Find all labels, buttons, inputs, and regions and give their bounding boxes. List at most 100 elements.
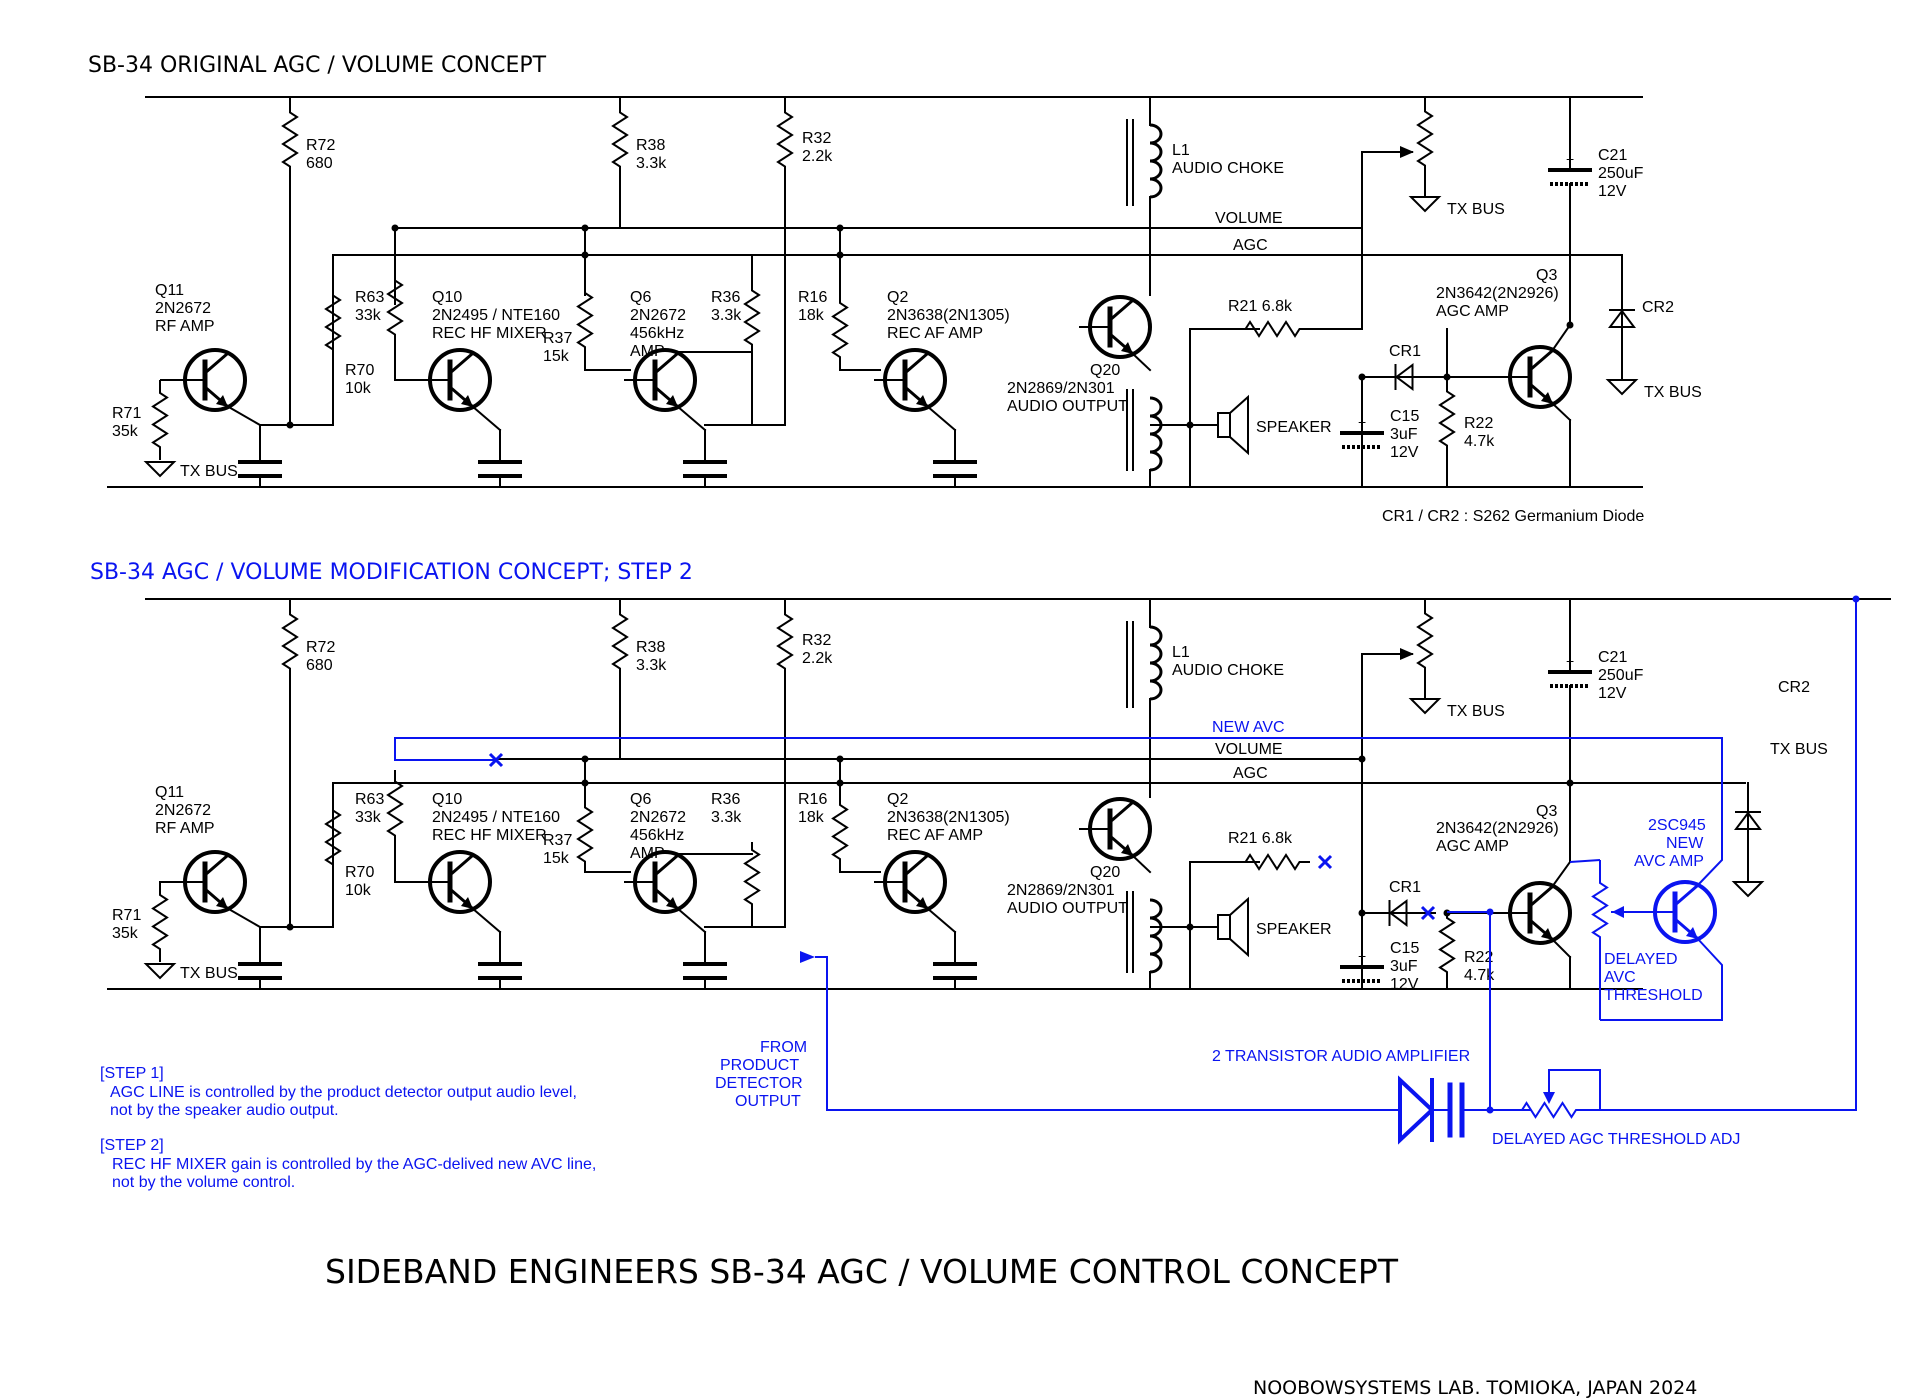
resistor-r21 (1235, 320, 1310, 338)
q3-label: Q3 (1536, 267, 1557, 284)
l1-label: L1 (1172, 644, 1190, 661)
wire (1672, 883, 1700, 908)
wire (447, 351, 475, 376)
agc-line-label: AGC (1233, 237, 1268, 254)
wiper-arrow (1612, 906, 1624, 918)
resistor-r37 (576, 797, 594, 872)
volume-line-label: VOLUME (1215, 741, 1283, 758)
r36-label: R36 (711, 791, 740, 808)
delayed-avc-label: THRESHOLD (1604, 987, 1703, 1004)
r63-label: 33k (355, 307, 382, 324)
delayed-avc-label: AVC (1604, 969, 1636, 986)
l1-label: AUDIO CHOKE (1172, 160, 1284, 177)
wire (1550, 937, 1572, 959)
wire (652, 853, 680, 878)
wiper-arrow (1400, 648, 1414, 660)
r36-label: 3.3k (711, 809, 742, 826)
q10-label: Q10 (432, 791, 462, 808)
emitter-arrow (1541, 928, 1553, 940)
wiper-arrow (1543, 1092, 1555, 1104)
resistor-r22 (1438, 913, 1456, 977)
resistor-r36 (743, 842, 761, 912)
plus-sign: + (1566, 151, 1574, 167)
r71-label: R71 (112, 405, 141, 422)
q2-label: 2N3638(2N1305) (887, 307, 1010, 324)
coil (1149, 898, 1163, 974)
txbus-label: TX BUS (1644, 384, 1702, 401)
wire (1600, 937, 1723, 1021)
speaker-cone (1229, 896, 1249, 958)
emitter-arrow (666, 897, 678, 909)
coil (1149, 396, 1163, 472)
r16-label: 18k (798, 307, 825, 324)
q2-label: REC AF AMP (887, 325, 983, 342)
r32-label: R32 (802, 632, 831, 649)
volume-wiper (1361, 653, 1413, 759)
resistor-r32 (776, 97, 794, 182)
step2-line2: not by the volume control. (112, 1174, 295, 1191)
r38-label: 3.3k (636, 155, 667, 172)
q11-label: RF AMP (155, 820, 215, 837)
product-detector-line (815, 956, 1385, 1111)
r70-label: R70 (345, 362, 374, 379)
from-product-label: DETECTOR (715, 1075, 803, 1092)
r70-label: R70 (345, 864, 374, 881)
r63-label: R63 (355, 791, 384, 808)
speaker-body (1217, 914, 1231, 940)
q10-label: REC HF MIXER (432, 325, 547, 342)
volume-wiper (1361, 151, 1413, 228)
plus-sign: + (1358, 948, 1366, 964)
q20-label: 2N2869/2N301 (1007, 882, 1115, 899)
cr1-label: CR1 (1389, 879, 1421, 896)
agc-line-label: AGC (1233, 765, 1268, 782)
q2-label: Q2 (887, 791, 908, 808)
q20-label: 2N2869/2N301 (1007, 380, 1115, 397)
r37-label: 15k (543, 348, 570, 365)
resistor-r21 (1235, 853, 1310, 871)
q6-label: 2N2672 (630, 809, 686, 826)
speaker-cone (1229, 394, 1249, 456)
c21-label: 250uF (1598, 165, 1644, 182)
resistor-r72 (281, 599, 299, 684)
resistor-r22 (1438, 377, 1456, 460)
txbus-label: TX BUS (180, 965, 238, 982)
junction-dot (581, 779, 589, 787)
r70-label: 10k (345, 882, 372, 899)
speaker-label: SPEAKER (1256, 921, 1332, 938)
resistor-r71 (151, 380, 169, 460)
notes-block: [STEP 1] AGC LINE is controlled by the p… (100, 1065, 596, 1191)
input-arrow (800, 951, 815, 963)
r70-label: 10k (345, 380, 372, 397)
bus-symbol (143, 461, 177, 478)
wire (902, 351, 930, 376)
r36-label: R36 (711, 289, 740, 306)
c21-label: 12V (1598, 183, 1627, 200)
q3-label: 2N3642(2N2926) (1436, 285, 1559, 302)
wire (470, 404, 502, 432)
emitter-arrow (916, 395, 928, 407)
junction-dot (581, 251, 589, 259)
q2-label: Q2 (887, 289, 908, 306)
junction-dot (1486, 908, 1494, 916)
break-mark (488, 752, 504, 768)
r38-label: 3.3k (636, 657, 667, 674)
wire (925, 404, 957, 432)
c15-label: C15 (1390, 940, 1419, 957)
q11-label: Q11 (155, 282, 184, 299)
delayed-avc-pot (1591, 860, 1609, 960)
r63-label: R63 (355, 289, 384, 306)
junction-dot (1186, 923, 1194, 931)
l1-label: AUDIO CHOKE (1172, 662, 1284, 679)
q20-label: AUDIO OUTPUT (1007, 398, 1128, 415)
step1-title: [STEP 1] (100, 1065, 164, 1082)
q11-label: 2N2672 (155, 802, 211, 819)
junction-dot (1186, 421, 1194, 429)
q6-label: Q6 (630, 289, 651, 306)
c15-label: 12V (1390, 444, 1419, 461)
txbus-label: TX BUS (1447, 201, 1505, 218)
cr2-label: CR2 (1642, 299, 1674, 316)
